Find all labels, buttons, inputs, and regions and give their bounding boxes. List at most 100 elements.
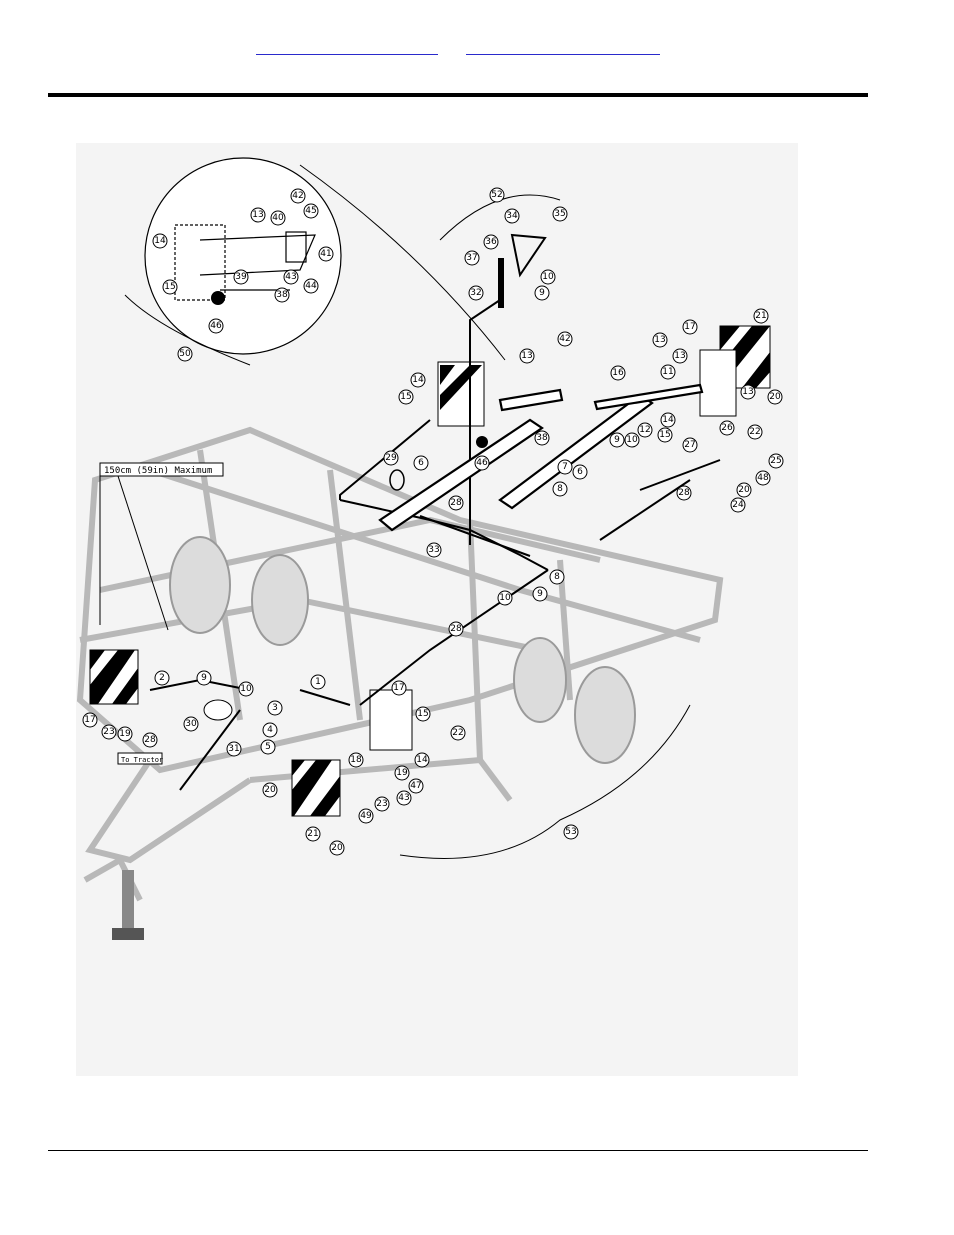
callout-label: 20: [264, 785, 276, 795]
callout-label: 9: [537, 589, 543, 599]
callout-label: 16: [612, 368, 624, 378]
callout-label: 19: [396, 768, 408, 778]
callout-label: 10: [240, 684, 252, 694]
callout-label: 21: [755, 311, 766, 321]
callout-label: 52: [491, 190, 502, 200]
callout-label: 38: [536, 433, 548, 443]
callout-label: 14: [662, 415, 674, 425]
callout-label: 13: [674, 351, 685, 361]
callout-label: 14: [416, 755, 428, 765]
callout-label: 30: [185, 719, 197, 729]
callout-label: 35: [554, 209, 565, 219]
callout-label: 22: [452, 728, 463, 738]
callout-label: 11: [662, 367, 673, 377]
callout-label: 36: [485, 237, 497, 247]
callout-label: 15: [164, 282, 175, 292]
warning-sign-lower: [292, 760, 340, 816]
callout-label: 42: [559, 334, 570, 344]
callout-label: 13: [654, 335, 665, 345]
smv-triangle: [512, 235, 545, 275]
tractor-note: To Tractor: [121, 756, 163, 764]
callout-label: 38: [276, 290, 288, 300]
width-note: 150cm (59in) Maximum: [104, 466, 212, 476]
callout-label: 13: [521, 351, 532, 361]
callout-label: 10: [499, 593, 511, 603]
callout-label: 29: [385, 453, 397, 463]
machine-frame: [80, 430, 720, 900]
callout-label: 7: [562, 462, 568, 472]
callout-label: 6: [418, 458, 424, 468]
callout-label: 5: [265, 742, 271, 752]
callout-label: 15: [659, 430, 670, 440]
callout-label: 6: [577, 467, 583, 477]
callout-label: 53: [565, 827, 576, 837]
callout-label: 8: [557, 484, 563, 494]
callout-label: 24: [732, 500, 744, 510]
callout-label: 22: [749, 427, 760, 437]
lamp-bracket-left: [370, 690, 412, 750]
callout-label: 47: [410, 781, 421, 791]
callout-label: 10: [626, 435, 638, 445]
callout-label: 49: [360, 811, 372, 821]
callout-label: 46: [476, 458, 488, 468]
callout-label: 17: [84, 715, 95, 725]
part-30: [204, 700, 232, 720]
callout-label: 21: [307, 829, 318, 839]
callout-label: 20: [331, 843, 343, 853]
callout-label: 44: [305, 281, 317, 291]
callout-label: 23: [103, 727, 114, 737]
callout-label: 1: [315, 677, 321, 687]
callout-label: 32: [470, 288, 481, 298]
callout-label: 2: [159, 673, 165, 683]
callout-label: 17: [684, 322, 695, 332]
warning-sign-left: [90, 650, 138, 704]
callout-label: 18: [350, 755, 362, 765]
callout-label: 33: [428, 545, 439, 555]
callout-label: 13: [252, 210, 263, 220]
lamp-bracket-right: [700, 350, 736, 416]
callout-label: 28: [450, 624, 462, 634]
callout-label: 8: [554, 572, 560, 582]
callout-label: 28: [678, 488, 690, 498]
jack-stand: [112, 870, 144, 940]
callout-label: 28: [144, 735, 156, 745]
callout-label: 14: [154, 236, 166, 246]
callout-label: 15: [417, 709, 428, 719]
callout-label: 48: [757, 473, 769, 483]
callout-label: 14: [412, 375, 424, 385]
part-29: [390, 470, 404, 490]
callout-label: 45: [305, 206, 316, 216]
callout-label: 4: [267, 725, 273, 735]
callout-label: 42: [292, 191, 303, 201]
detail-inset-circle: [145, 158, 341, 354]
callout-label: 31: [228, 744, 239, 754]
callout-label: 50: [179, 349, 191, 359]
callout-label: 34: [506, 211, 518, 221]
callout-label: 10: [542, 272, 554, 282]
callout-label: 26: [721, 423, 733, 433]
callout-label: 43: [285, 272, 296, 282]
callout-label: 12: [639, 425, 650, 435]
callout-label: 20: [769, 392, 781, 402]
callout-label: 17: [393, 683, 404, 693]
callout-label: 46: [210, 321, 222, 331]
callout-label: 9: [614, 435, 620, 445]
callout-label: 27: [684, 440, 695, 450]
callout-label: 15: [400, 392, 411, 402]
callout-label: 41: [320, 249, 331, 259]
callout-label: 25: [770, 456, 781, 466]
callout-label: 19: [119, 729, 131, 739]
callout-label: 28: [450, 498, 462, 508]
callout-label: 23: [376, 799, 387, 809]
footer-rule: [48, 1150, 868, 1151]
callout-label: 9: [201, 673, 207, 683]
callout-label: 20: [738, 485, 750, 495]
callout-label: 13: [742, 387, 753, 397]
callout-label: 9: [539, 288, 545, 298]
center-light-assembly: [438, 362, 488, 448]
inset-connector-46: [211, 291, 225, 305]
callout-label: 37: [466, 253, 477, 263]
callout-label: 3: [272, 703, 278, 713]
callout-label: 40: [272, 213, 284, 223]
